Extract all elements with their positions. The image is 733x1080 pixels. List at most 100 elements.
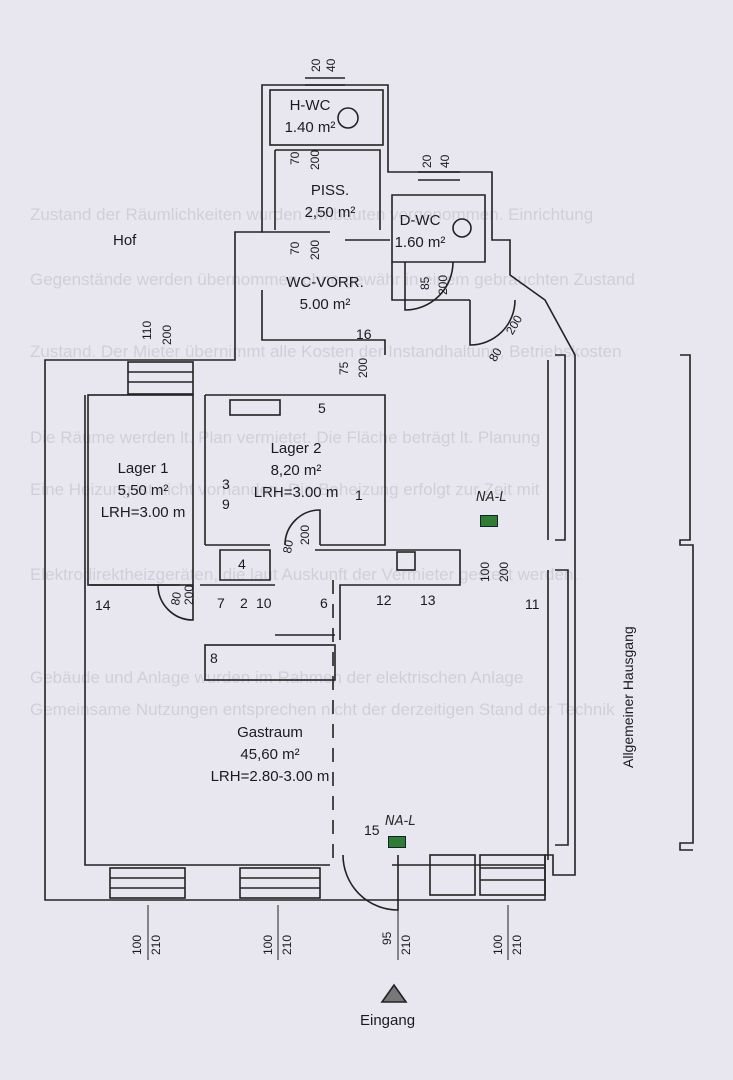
hausgang-wall <box>555 354 566 541</box>
dimension-label: 210 <box>149 934 163 955</box>
d-wc-wall <box>391 194 486 263</box>
dimension-label: 110 <box>140 320 154 340</box>
item-number: 8 <box>210 650 218 666</box>
dimension-label: 210 <box>399 934 413 955</box>
room-name: PISS. <box>310 182 350 199</box>
item-number: 5 <box>318 400 326 416</box>
na-l-label: NA-L <box>476 490 507 505</box>
shelf-8 <box>204 644 336 681</box>
window <box>479 854 546 896</box>
sink-fixture <box>229 399 281 416</box>
window <box>110 877 185 889</box>
dimension-label: 200 <box>308 149 322 170</box>
hof-label: Hof <box>113 232 137 249</box>
dimension-label: 75 <box>337 361 351 375</box>
item-number: 12 <box>376 592 392 608</box>
item-number: 4 <box>238 556 246 572</box>
dimension-line <box>147 905 509 960</box>
item-number: 16 <box>356 326 372 342</box>
item-number: 3 <box>222 476 230 492</box>
room-area: 45,60 m² <box>240 745 300 763</box>
room-area: 1.60 m² <box>394 233 446 251</box>
wall-line <box>219 549 271 581</box>
dimension-label: 200 <box>436 274 450 295</box>
door-swing <box>157 584 194 621</box>
room-lrh: LRH=3.00 m <box>100 503 186 521</box>
piss-wall <box>275 149 381 230</box>
door-swing <box>284 509 321 546</box>
item-number: 14 <box>95 597 111 613</box>
item-number: 2 <box>240 595 248 611</box>
wall-line <box>391 262 470 301</box>
vorr-wall <box>262 231 390 241</box>
counter-box <box>396 551 416 571</box>
room-area: 8,20 m² <box>270 461 322 479</box>
eingang-label: Eingang <box>360 1012 416 1029</box>
item-number: 13 <box>420 592 436 608</box>
hausgang-wall <box>555 569 569 846</box>
window <box>109 867 186 899</box>
item-number: 9 <box>222 496 230 512</box>
na-l-marker <box>480 515 498 527</box>
door-swing <box>469 299 516 346</box>
room-name: Gastraum <box>237 724 303 741</box>
door-block <box>429 854 476 896</box>
dimension-label: 40 <box>438 154 452 168</box>
wall-line <box>315 549 461 640</box>
window <box>127 361 194 395</box>
na-l-marker <box>388 836 406 848</box>
room-lager-2: Lager 2 8,20 m² LRH=3.00 m <box>254 438 339 503</box>
door-swing <box>404 261 454 311</box>
toilet-fixture <box>337 107 359 129</box>
item-number: 10 <box>256 595 272 611</box>
entrance-triangle <box>380 983 408 1003</box>
item-number: 1 <box>355 487 363 503</box>
room-d-wc: D-WC 1.60 m² <box>395 210 446 254</box>
room-area: 5.00 m² <box>299 295 351 313</box>
dimension-label: 95 <box>380 931 394 945</box>
dimension-label: 40 <box>324 58 338 72</box>
dimension-label: 210 <box>510 934 524 955</box>
window <box>305 77 345 86</box>
dimension-label: 210 <box>280 934 294 955</box>
dimension-label: 200 <box>497 561 511 582</box>
dimension-label: 200 <box>160 324 174 345</box>
room-lrh: LRH=2.80-3.00 m <box>210 767 330 785</box>
room-wc-vorr: WC-VORR. 5.00 m² <box>286 272 364 316</box>
room-piss: PISS. 2,50 m² <box>305 180 356 224</box>
outer-wall <box>44 84 576 901</box>
dimension-label: 20 <box>420 154 434 168</box>
dimension-label: 20 <box>309 58 323 72</box>
room-name: Lager 1 <box>117 460 169 477</box>
item-number: 11 <box>525 596 540 612</box>
dimension-label: 200 <box>298 524 312 545</box>
dimension-label: 200 <box>356 357 370 378</box>
room-gastraum: Gastraum 45,60 m² LRH=2.80-3.00 m <box>211 722 330 787</box>
window <box>128 371 193 383</box>
h-wc-wall <box>269 89 384 146</box>
room-h-wc: H-WC 1.40 m² <box>285 95 336 139</box>
lager-2-wall <box>205 394 386 546</box>
window <box>418 171 460 181</box>
toilet-fixture <box>452 218 472 238</box>
window <box>239 867 321 899</box>
item-number: 7 <box>217 595 225 611</box>
window <box>480 867 545 881</box>
hausgang-label: Allgemeiner Hausgang <box>620 626 636 768</box>
dimension-label: 100 <box>261 934 275 955</box>
na-l-label: NA-L <box>385 814 416 829</box>
room-name: Lager 2 <box>270 440 322 457</box>
item-number: 6 <box>320 595 328 611</box>
room-area: 2,50 m² <box>304 203 356 221</box>
dimension-label: 100 <box>491 934 505 955</box>
dimension-label: 70 <box>288 151 302 165</box>
dimension-label: 200 <box>308 239 322 260</box>
hausgang-wall <box>679 354 694 851</box>
door-swing <box>342 854 399 911</box>
room-area: 5,50 m² <box>117 481 169 499</box>
dimension-label: 85 <box>418 276 432 290</box>
item-number: 15 <box>364 822 380 838</box>
vorr-wall <box>261 290 386 355</box>
room-name: D-WC <box>399 212 441 229</box>
